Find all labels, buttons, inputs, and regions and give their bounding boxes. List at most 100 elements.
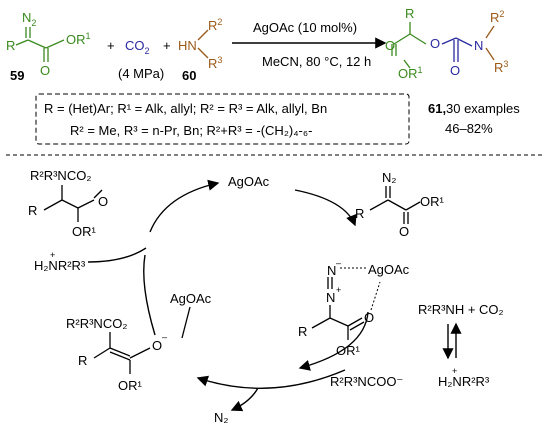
bond [455, 37, 473, 47]
carbonyl-o: O [364, 310, 374, 325]
or1-label: OR¹ [72, 224, 97, 239]
r-label: R [355, 206, 364, 221]
carbonyl-o: O [450, 63, 460, 78]
r2-label: R2 [490, 9, 504, 25]
carbamate-anion: R²R³NCOO⁻ [330, 374, 403, 389]
bond [43, 199, 63, 211]
n2-release: N₂ [214, 410, 228, 425]
minus-charge: – [162, 332, 167, 342]
carbonyl-o: O [399, 224, 409, 239]
bond [45, 39, 65, 49]
bond [485, 25, 495, 39]
carbamate-group: R²R³NCO₂ [66, 316, 127, 331]
enolate-o: O [152, 338, 162, 353]
co2-pressure: (4 MPa) [118, 66, 164, 81]
agoac-catalyst: AgOAc [228, 174, 270, 189]
or1-label: OR¹ [420, 194, 445, 209]
co2-reagent: CO2 [125, 38, 150, 56]
or1-label: OR1 [66, 31, 91, 47]
bond [181, 306, 191, 339]
cycle-arrow-bottom [196, 369, 346, 389]
r-label: R [298, 324, 307, 339]
examples-count: 30 examples [446, 101, 520, 116]
or1-label: OR¹ [336, 343, 361, 358]
catalytic-cycle: AgOAc R²R³NCO₂ R O OR¹ H₂NR²R³ + N₂ R [28, 168, 504, 425]
n2-label: N2 [22, 10, 36, 28]
compound-61-label: 61, [428, 101, 446, 116]
plus-charge: + [50, 250, 55, 260]
compound-60-label: 60 [182, 68, 196, 83]
bond [393, 33, 411, 45]
n-label: N [326, 290, 335, 305]
n2-label: N₂ [382, 170, 396, 185]
cycle-arrow-left [143, 254, 156, 336]
double-bond [109, 351, 131, 361]
n-label: N [474, 38, 483, 53]
yield-range: 46–82% [445, 121, 493, 136]
bond [93, 189, 103, 199]
carbamate-group: R²R³NCO₂ [30, 168, 91, 183]
ammonium-entry [87, 247, 147, 263]
bond [27, 39, 47, 49]
bond [387, 199, 407, 211]
ester-o: O [430, 36, 440, 51]
agoac-complex: AgOAc [368, 262, 410, 277]
carbonyl-bond [347, 317, 363, 327]
bond [77, 199, 95, 209]
product-61: R O OR1 O O N R2 R3 [385, 6, 508, 81]
conditions-label: MeCN, 80 °C, 12 h [262, 54, 371, 69]
bond [129, 347, 151, 359]
bond [369, 199, 389, 211]
ammonium-right: H₂NR²R³ [438, 374, 490, 389]
plus-charge: + [336, 285, 341, 295]
carbonyl-o: O [40, 63, 50, 78]
amine-co2: R²R³NH + CO₂ [418, 302, 504, 317]
r-label: R [405, 6, 414, 21]
top-reaction: N2 R O OR1 59 + CO2 (4 MPa) + HN R2 R3 6… [6, 6, 520, 145]
amine-60: HN R2 R3 60 [178, 17, 222, 83]
bond [329, 317, 349, 327]
r-label: R [78, 353, 87, 368]
bond [409, 33, 427, 45]
bond [485, 47, 495, 61]
bond [405, 201, 421, 211]
ammonium-left: H₂NR²R³ [34, 258, 86, 273]
plus-sign: + [107, 38, 115, 53]
n-label: N [327, 263, 336, 278]
r2-label: R2 [208, 17, 222, 33]
hn-label: HN [178, 38, 197, 53]
plus-charge: + [452, 366, 457, 376]
carbonyl-o: O [98, 194, 108, 209]
n2-exit-arrow [230, 387, 259, 412]
agoac-enolate: AgOAc [170, 291, 212, 306]
coordination-bond [370, 281, 381, 311]
r-label: R [28, 203, 37, 218]
silver-diazo-complex: N – AgOAc N + R O OR¹ [298, 258, 410, 358]
r3-label: R3 [494, 59, 508, 75]
cycle-diazo-substrate: N₂ R O OR¹ [355, 170, 445, 239]
bond [311, 317, 331, 329]
bond [197, 29, 209, 41]
bond [197, 47, 209, 59]
substituent-line-1: R = (Het)Ar; R¹ = Alk, allyl; R² = R³ = … [44, 101, 327, 116]
silver-enolate: AgOAc R²R³NCO₂ R O – OR¹ [66, 291, 212, 393]
substituent-line-2: R² = Me, R³ = n-Pr, Bn; R²+R³ = -(CH₂)₄-… [70, 123, 312, 138]
bond [15, 39, 29, 46]
r3-label: R3 [208, 55, 222, 71]
cycle-arrow-top-left [149, 179, 220, 233]
plus-sign: + [163, 38, 171, 53]
minus-charge: – [336, 258, 341, 268]
compound-59-label: 59 [10, 68, 24, 83]
carbonyl-bond [349, 321, 365, 331]
r-label: R [6, 38, 15, 53]
double-bond [109, 347, 131, 357]
or1-label: OR¹ [118, 378, 143, 393]
or1-label: OR1 [398, 65, 423, 81]
bond [93, 347, 111, 359]
catalyst-label: AgOAc (10 mol%) [253, 20, 357, 35]
substituent-box [35, 93, 410, 145]
cycle-arrow-lower-right [298, 311, 369, 371]
diazo-ester-59: N2 R O OR1 59 [6, 10, 91, 83]
bond [403, 59, 411, 69]
